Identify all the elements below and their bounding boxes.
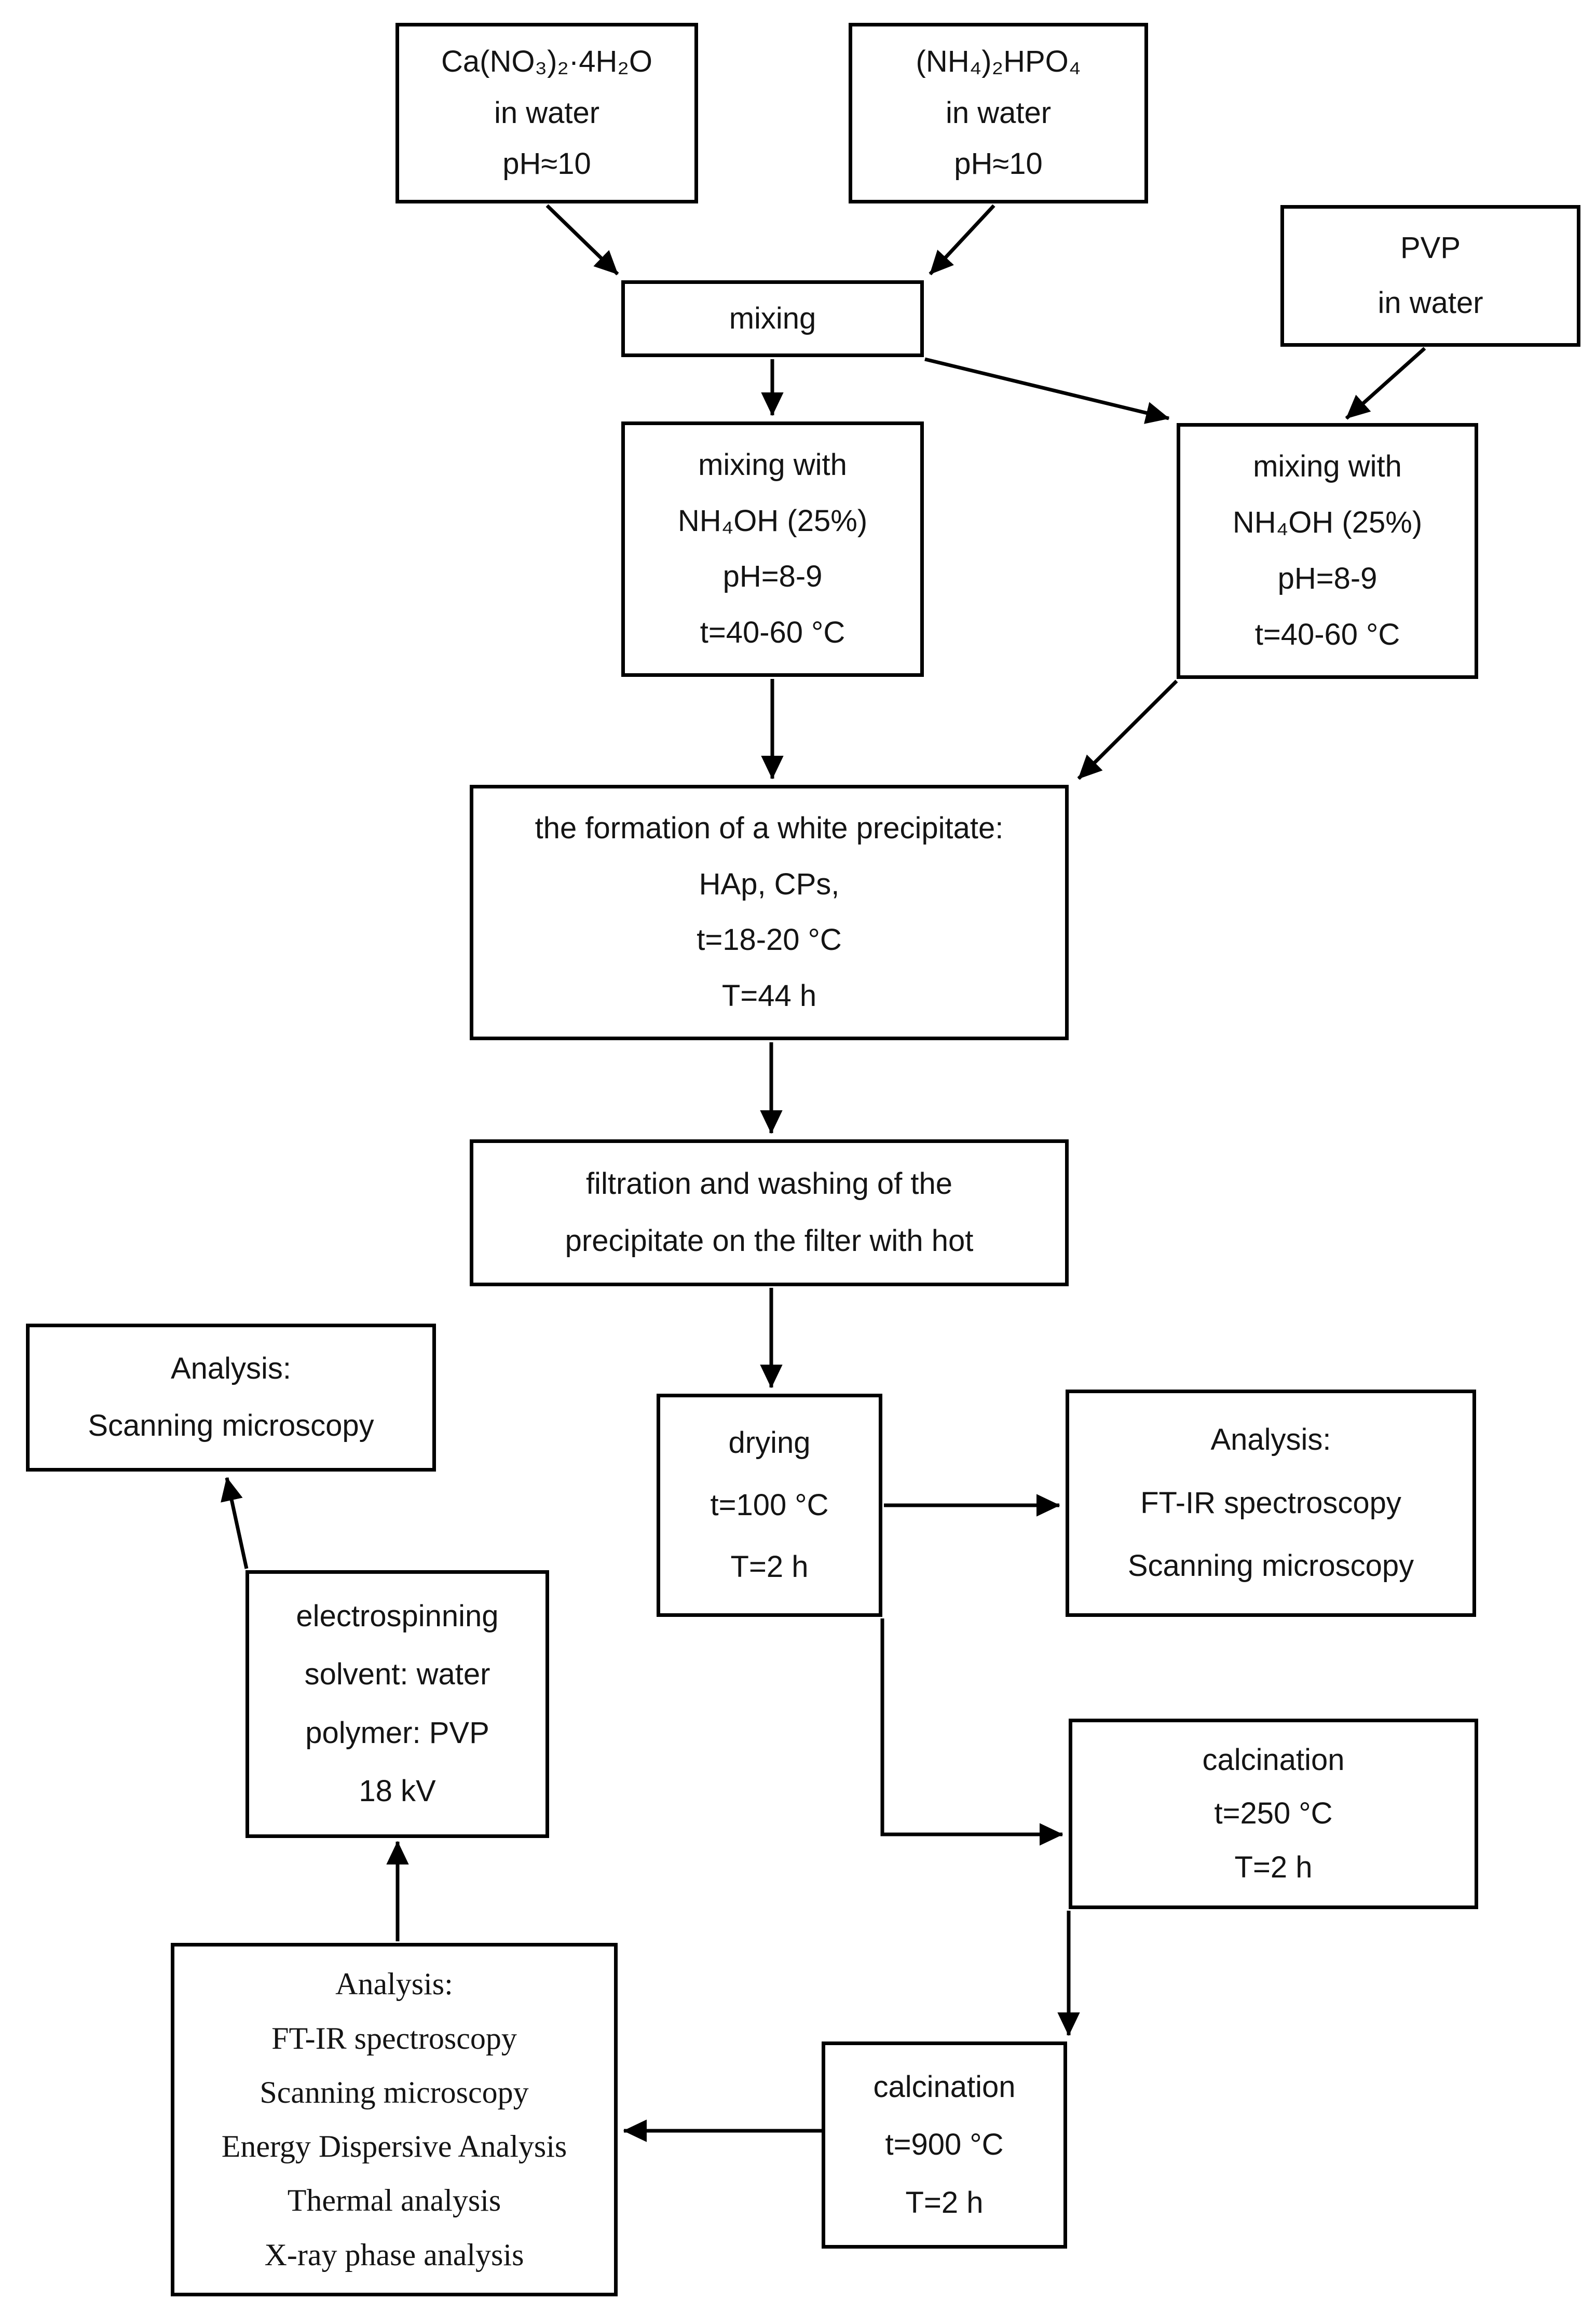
node-line: 18 kV [359,1774,436,1808]
node-calcination-250: calcination t=250 °C T=2 h [1069,1719,1478,1909]
arrow-ammonium-phosphate-to-mixing [929,204,995,276]
node-line: Analysis: [335,1967,453,2002]
node-line: NH₄OH (25%) [1232,506,1423,540]
node-line: filtration and washing of the [585,1167,953,1201]
node-line: calcination [873,2070,1016,2104]
node-line: Scanning microscopy [1127,1548,1414,1583]
node-line: Energy Dispersive Analysis [221,2129,567,2164]
node-line: in water [494,96,600,130]
node-line: FT-IR spectroscopy [1140,1486,1401,1520]
node-line: FT-IR spectroscopy [271,2021,517,2056]
node-line: (NH₄)₂HPO₄ [916,44,1081,78]
node-line: Ca(NO₃)₂·4H₂O [441,44,652,78]
node-line: Analysis: [1210,1423,1331,1457]
node-line: polymer: PVP [305,1716,489,1750]
node-line: t=100 °C [710,1488,829,1522]
node-drying: drying t=100 °C T=2 h [657,1394,882,1617]
node-line: pH=8-9 [1277,562,1377,596]
node-line: in water [945,96,1052,130]
node-electrospinning: electrospinning solvent: water polymer: … [245,1570,549,1838]
node-mixing: mixing [621,280,924,357]
node-line: calcination [1202,1743,1345,1777]
node-line: pH≈10 [954,147,1043,181]
node-line: Scanning microscopy [260,2075,529,2109]
arrow-pvp-to-nh4oh-right [1345,347,1426,420]
node-line: t=250 °C [1214,1796,1333,1831]
node-ammonium-phosphate-solution: (NH₄)₂HPO₄ in water pH≈10 [849,23,1148,203]
arrow-mixing-to-nh4oh-right [924,357,1170,424]
node-analysis-final: Analysis: FT-IR spectroscopy Scanning mi… [171,1943,618,2296]
node-line: Scanning microscopy [88,1409,374,1443]
node-white-precipitate: the formation of a white precipitate: HA… [470,785,1069,1040]
arrow-ca-nitrate-to-mixing [545,204,619,276]
node-line: pH=8-9 [722,560,823,594]
node-line: Analysis: [170,1351,292,1385]
node-line: HAp, CPs, [699,867,840,901]
node-ca-nitrate-solution: Ca(NO₃)₂·4H₂O in water pH≈10 [395,23,698,203]
node-line: mixing with [1253,450,1402,484]
node-mixing-nh4oh-right: mixing with NH₄OH (25%) pH=8-9 t=40-60 °… [1177,423,1478,679]
node-line: Thermal analysis [287,2183,501,2218]
node-line: T=2 h [1234,1850,1313,1884]
node-analysis-electrospinning: Analysis: Scanning microscopy [26,1324,436,1472]
node-line: precipitate on the filter with hot [565,1224,974,1258]
node-line: electrospinning [296,1599,499,1633]
node-line: pH≈10 [502,147,591,181]
arrow-drying-to-calcination-250 [880,1618,1063,1846]
node-analysis-after-drying: Analysis: FT-IR spectroscopy Scanning mi… [1066,1390,1476,1617]
node-line: drying [728,1426,811,1460]
node-line: t=40-60 °C [700,616,845,650]
arrow-electrospinning-to-analysis-spinning [221,1477,249,1569]
node-line: T=2 h [905,2185,984,2220]
node-line: X-ray phase analysis [264,2237,524,2272]
node-line: the formation of a white precipitate: [535,811,1004,845]
node-mixing-nh4oh-left: mixing with NH₄OH (25%) pH=8-9 t=40-60 °… [621,421,924,677]
node-pvp-solution: PVP in water [1280,205,1580,347]
node-line: in water [1377,286,1483,320]
node-line: t=40-60 °C [1254,617,1400,651]
node-line: T=44 h [721,979,817,1013]
node-calcination-900: calcination t=900 °C T=2 h [822,2041,1067,2249]
node-line: t=900 °C [885,2128,1004,2162]
node-line: t=18-20 °C [697,923,842,957]
node-line: PVP [1400,230,1461,265]
node-line: mixing [729,301,816,335]
node-line: solvent: water [304,1657,490,1692]
node-filtration-washing: filtration and washing of the precipitat… [470,1139,1069,1286]
node-line: T=2 h [730,1549,809,1584]
node-line: mixing with [698,447,847,482]
arrow-nh4oh-right-to-precipitate [1077,679,1178,780]
node-line: NH₄OH (25%) [677,503,868,538]
